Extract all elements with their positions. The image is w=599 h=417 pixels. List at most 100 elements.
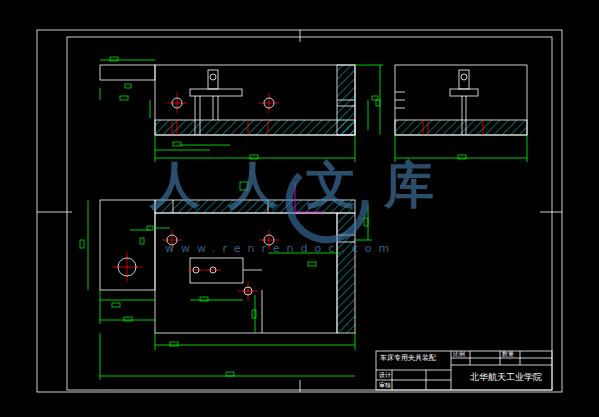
drawing-line xyxy=(355,65,383,66)
drawing-line xyxy=(155,228,170,229)
drawing-line xyxy=(395,108,405,109)
drawing-title: 车床专用夹具装配 xyxy=(380,355,436,362)
table-cell: 审核 xyxy=(379,382,391,388)
drawing-line xyxy=(177,120,178,135)
dimension-mark xyxy=(110,57,118,61)
watermark: 人人文库 xyxy=(150,160,462,210)
dimension-mark xyxy=(458,155,466,159)
drawing-line xyxy=(205,270,221,271)
drawing-line xyxy=(451,365,552,366)
drawing-line xyxy=(451,351,452,390)
drawing-line xyxy=(428,120,429,135)
table-cell: 比例 xyxy=(453,352,465,358)
dimension-mark xyxy=(308,262,316,266)
dimension-mark xyxy=(200,297,208,301)
drawing-line xyxy=(300,30,301,42)
outline xyxy=(450,89,478,96)
drawing-line xyxy=(300,380,301,392)
hole xyxy=(244,287,252,295)
drawing-line xyxy=(269,93,270,113)
hole xyxy=(172,98,182,108)
drawing-line xyxy=(483,120,484,135)
outline xyxy=(459,70,469,89)
dimension-mark xyxy=(125,84,131,88)
outline xyxy=(376,351,552,390)
dimension-mark xyxy=(173,142,181,146)
outline xyxy=(100,65,155,80)
outline xyxy=(100,200,155,290)
dimension-mark xyxy=(80,240,84,248)
drawing-line xyxy=(355,240,372,241)
dimension-mark xyxy=(250,155,258,159)
outline xyxy=(190,89,242,96)
drawing-line xyxy=(172,120,173,135)
drawing-line xyxy=(37,212,72,213)
drawing-line xyxy=(268,120,269,135)
drawing-line xyxy=(295,212,325,213)
outline xyxy=(395,65,527,135)
drawing-line xyxy=(540,212,562,213)
drawing-line xyxy=(213,96,214,120)
dimension-mark xyxy=(112,303,120,307)
drawing-line xyxy=(200,96,201,135)
drawing-line xyxy=(423,120,424,135)
drawing-line xyxy=(262,290,263,333)
drawing-line xyxy=(255,295,256,333)
drawing-line xyxy=(426,370,427,390)
drawing-line xyxy=(355,333,356,350)
drawing-line xyxy=(100,300,155,301)
drawing-line xyxy=(392,370,393,390)
drawing-line xyxy=(520,351,521,365)
drawing-line xyxy=(195,96,196,135)
outline xyxy=(337,65,355,135)
drawing-line xyxy=(248,281,249,301)
drawing-line xyxy=(395,135,396,162)
table-cell: 数量 xyxy=(502,352,514,358)
drawing-line xyxy=(88,200,89,290)
drawing-line xyxy=(155,150,210,151)
dimension-mark xyxy=(170,342,178,346)
outline xyxy=(67,37,552,390)
dimension-mark xyxy=(147,226,153,230)
school-name: 北华航天工业学院 xyxy=(470,373,542,382)
hole xyxy=(118,258,136,276)
outline xyxy=(190,258,243,283)
hole xyxy=(193,267,199,273)
drawing-line xyxy=(100,290,101,324)
drawing-line xyxy=(337,100,355,101)
drawing-line xyxy=(100,333,101,380)
watermark-url: www.renrendoc.com xyxy=(165,243,396,254)
dimension-mark xyxy=(140,238,144,244)
drawing-line xyxy=(395,92,405,93)
drawing-line xyxy=(180,145,230,146)
drawing-line xyxy=(190,300,243,301)
dimension-mark xyxy=(372,96,378,100)
hole xyxy=(210,74,216,80)
outline xyxy=(395,120,527,135)
outline xyxy=(155,120,355,135)
drawing-line xyxy=(188,270,204,271)
drawing-line xyxy=(243,270,262,271)
drawing-line xyxy=(395,158,527,159)
drawing-line xyxy=(451,358,552,359)
drawing-line xyxy=(155,333,156,350)
dimension-mark xyxy=(124,317,132,321)
dimension-mark xyxy=(226,372,234,376)
drawing-line xyxy=(376,380,451,381)
drawing-line xyxy=(127,252,128,282)
drawing-line xyxy=(500,351,501,365)
drawing-line xyxy=(248,120,249,135)
hole xyxy=(210,267,216,273)
drawing-line xyxy=(376,370,451,371)
drawing-line xyxy=(155,345,355,346)
drawing-line xyxy=(527,135,528,162)
outline xyxy=(208,70,218,89)
drawing-line xyxy=(218,96,219,120)
outline xyxy=(37,30,562,392)
drawing-line xyxy=(100,88,101,100)
drawing-line xyxy=(150,100,151,118)
drawing-line xyxy=(368,100,369,130)
drawing-line xyxy=(470,351,471,365)
hole xyxy=(461,74,467,80)
drawing-line xyxy=(462,96,463,135)
